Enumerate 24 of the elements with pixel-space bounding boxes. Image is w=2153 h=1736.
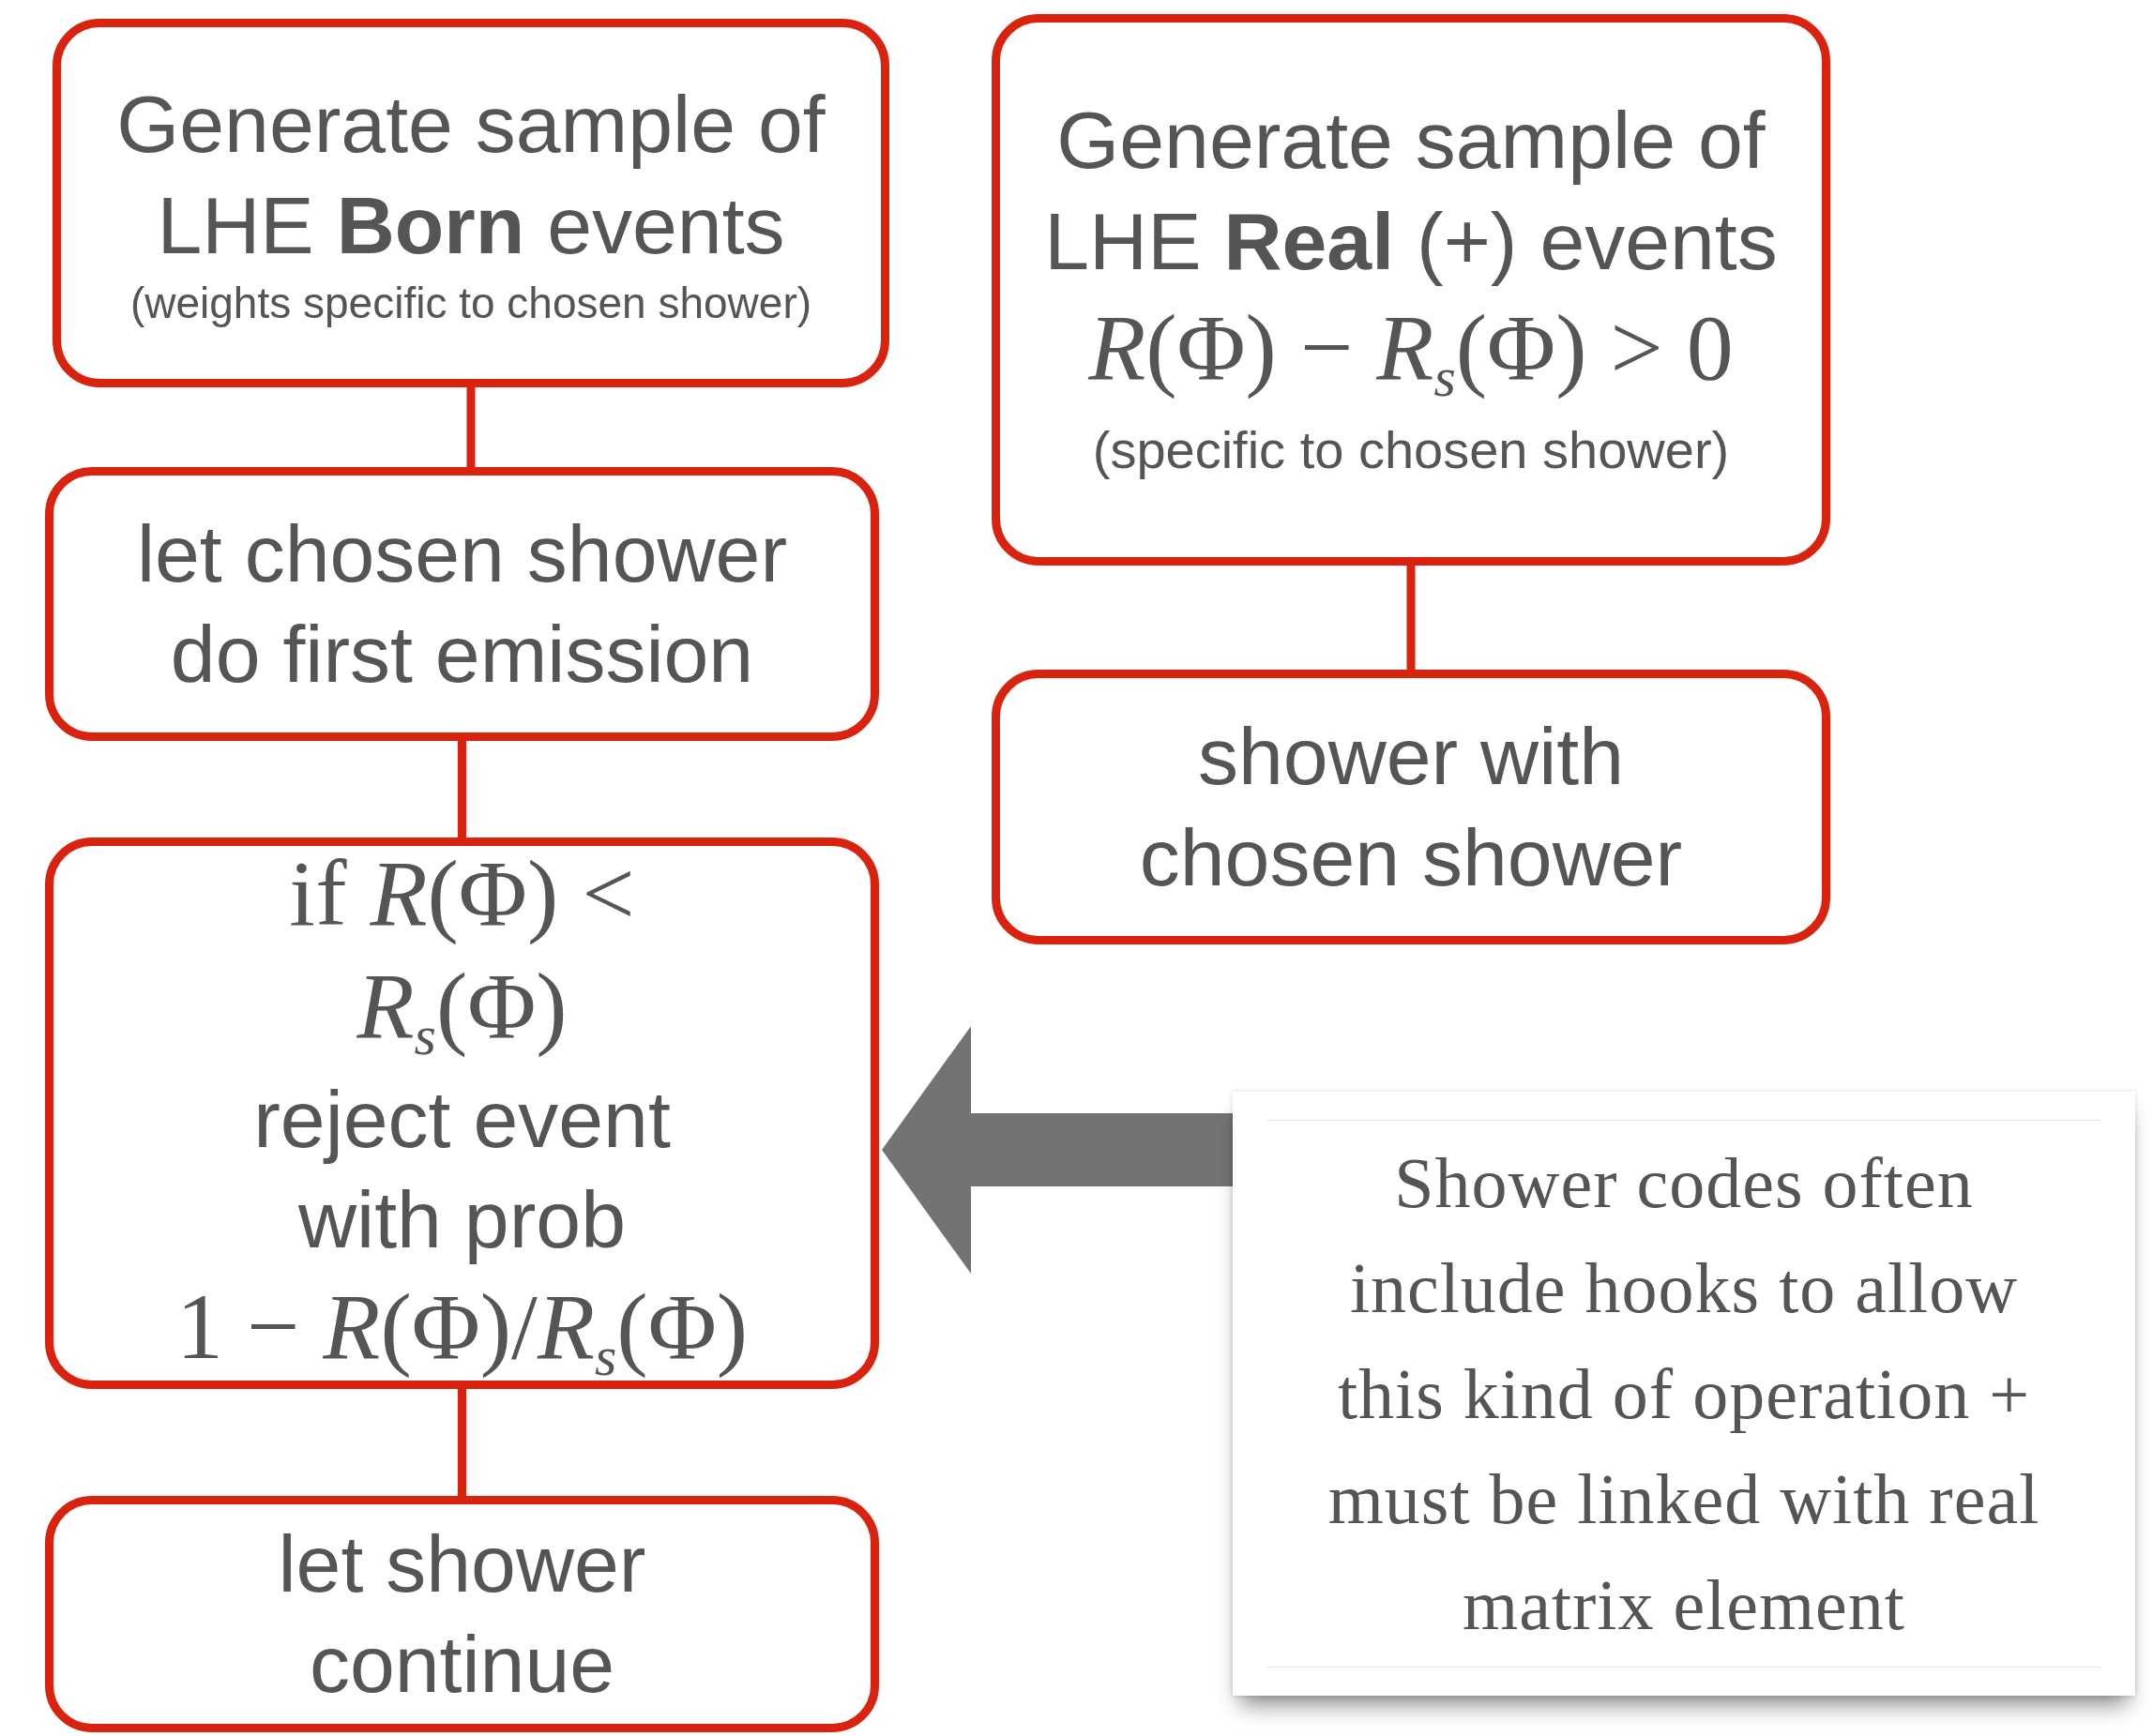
process-box	[45, 1496, 879, 1732]
step-text: (weights specific to chosen shower)	[129, 278, 812, 330]
step-text: (specific to chosen shower)	[1092, 419, 1730, 481]
step-text: let chosen shower do first emission	[135, 506, 789, 701]
process-box	[53, 19, 889, 387]
step-text: Generate sample of LHE Born events	[115, 78, 826, 272]
step-text: Generate sample of LHE Real (+) events	[1043, 94, 1779, 288]
process-box	[45, 467, 879, 741]
step-text: reject event with prob	[252, 1072, 672, 1266]
formula-text: R(Φ) − R$_{s}$(Φ) > 0	[1088, 294, 1734, 410]
formula-text: if R(Φ) < R$_{s}$(Φ)	[288, 839, 636, 1068]
process-box	[992, 670, 1830, 944]
connector-line	[466, 387, 476, 467]
process-box	[45, 838, 879, 1389]
connector-line	[1406, 566, 1416, 670]
process-box	[992, 14, 1830, 566]
block-arrow	[882, 1026, 1233, 1274]
step-text: shower with chosen shower	[1138, 710, 1684, 904]
connector-line	[458, 1389, 466, 1496]
formula-text: 1 − R(Φ)/R$_{s}$(Φ)	[175, 1273, 749, 1389]
step-text: let shower continue	[277, 1517, 647, 1711]
note-text: Shower codes often include hooks to allow this kind of operation + must be linked with real matrix element	[1327, 1141, 2041, 1646]
connector-line	[458, 741, 466, 838]
note-card	[1233, 1092, 2135, 1696]
